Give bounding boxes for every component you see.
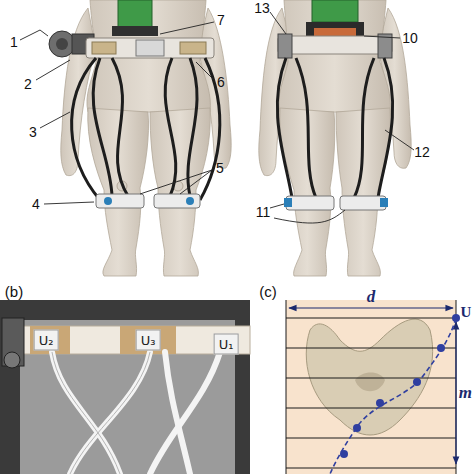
point-label: U bbox=[461, 305, 472, 320]
callout-number: 6 bbox=[217, 75, 225, 89]
panel-label: (c) bbox=[259, 284, 277, 299]
callout-number: 5 bbox=[216, 161, 224, 175]
callout-number: 3 bbox=[29, 125, 37, 139]
callout-number: 2 bbox=[24, 77, 32, 91]
callout-number: 13 bbox=[254, 1, 270, 15]
pelvis-grid bbox=[286, 300, 460, 474]
unit-label: U₃ bbox=[136, 330, 161, 351]
callout-number: 10 bbox=[402, 31, 418, 45]
panel-label: (b) bbox=[5, 284, 23, 299]
unit-label: U₁ bbox=[214, 334, 239, 355]
unit-label: U₂ bbox=[34, 330, 59, 351]
back-mannequin bbox=[259, 0, 411, 276]
callout-number: 1 bbox=[10, 35, 18, 49]
callout-number: 12 bbox=[414, 145, 430, 159]
belt-photo bbox=[0, 300, 250, 474]
dimension-label: d bbox=[367, 288, 376, 305]
callout-number: 11 bbox=[256, 205, 271, 219]
callout-number: 7 bbox=[217, 13, 225, 27]
leader-lines bbox=[20, 12, 414, 223]
dimension-label: m bbox=[459, 384, 472, 401]
callout-number: 4 bbox=[32, 197, 40, 211]
front-mannequin bbox=[49, 0, 231, 276]
